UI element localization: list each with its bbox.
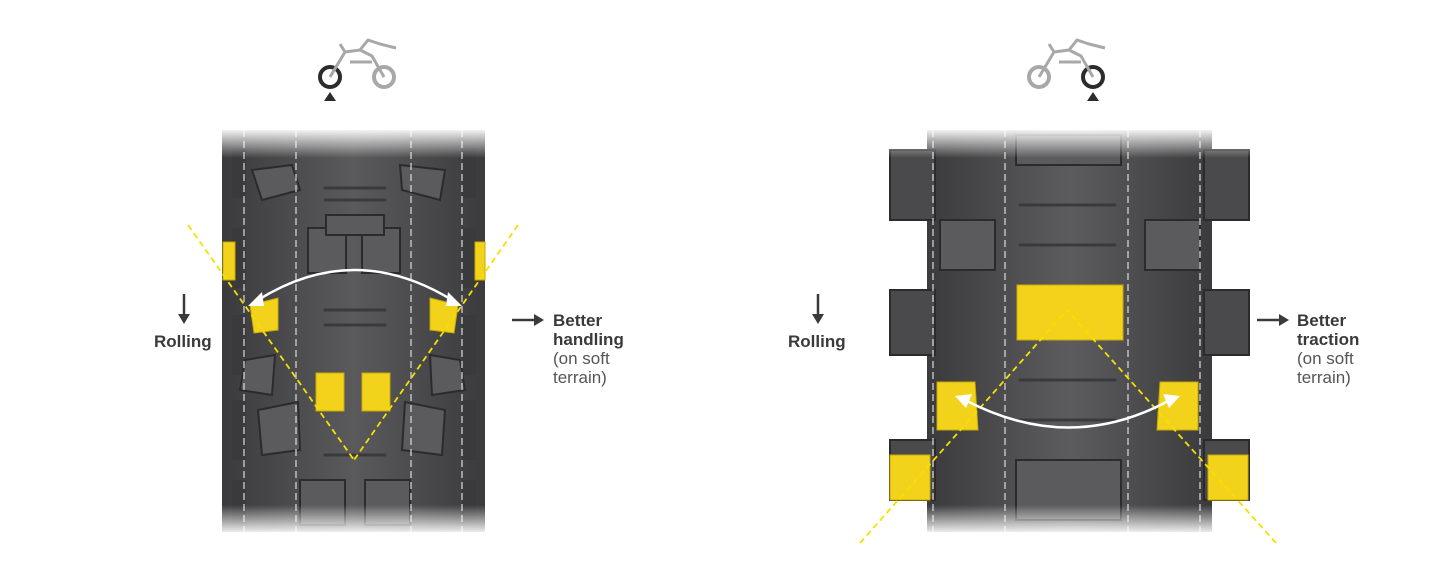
benefit-title-line2: traction (1297, 330, 1360, 349)
highlighted-knobs (889, 284, 1249, 501)
rear-wheel-highlight (1081, 65, 1105, 89)
rear-tire-panel: Rolling Better traction (on soft terrain… (720, 0, 1445, 572)
arrow-down-icon (812, 294, 824, 324)
benefit-title-line2: handling (553, 330, 624, 349)
rear-guide-lines (859, 309, 1277, 544)
benefit-note-line1: (on soft (553, 349, 610, 368)
front-tire (215, 128, 490, 535)
front-wheel-indicator-icon (324, 92, 336, 101)
benefit-title-line1: Better (553, 311, 603, 330)
highlighted-knobs (222, 241, 486, 412)
arrow-right-icon (1257, 314, 1289, 326)
double-arrow-icon (248, 268, 462, 306)
rear-tire (885, 128, 1255, 535)
front-tire-illustration (178, 38, 544, 535)
motorcycle-icon (318, 38, 397, 89)
benefit-note-line2: terrain) (553, 368, 607, 387)
benefit-note-line2: terrain) (1297, 368, 1351, 387)
arrow-down-icon (178, 294, 190, 324)
motorcycle-icon (1027, 38, 1106, 89)
rear-wheel-indicator-icon (1087, 92, 1099, 101)
rear-tire-illustration (812, 38, 1289, 544)
benefit-note-line1: (on soft (1297, 349, 1354, 368)
front-guide-lines (187, 224, 519, 461)
arrow-right-icon (512, 314, 544, 326)
front-tire-panel: Rolling Better handling (on soft terrain… (0, 0, 720, 572)
rolling-label: Rolling (788, 332, 846, 351)
double-arrow-icon (955, 394, 1180, 429)
rolling-label: Rolling (154, 332, 212, 351)
benefit-title-line1: Better (1297, 311, 1347, 330)
front-wheel-highlight (318, 65, 342, 89)
